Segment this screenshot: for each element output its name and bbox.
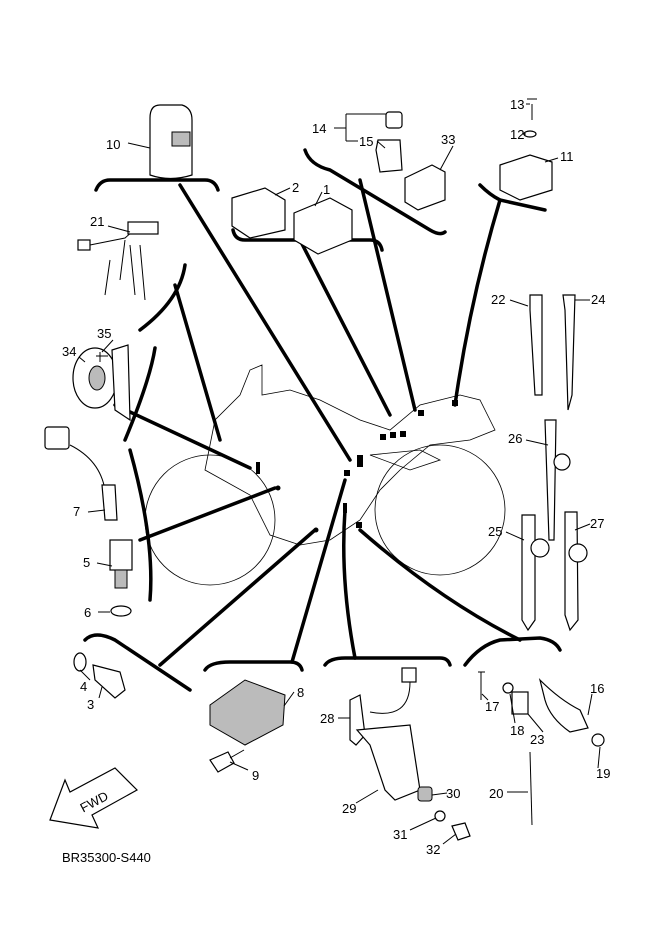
part-30-grommet	[417, 786, 433, 802]
label-10: 10	[106, 137, 120, 152]
label-12: 12	[510, 127, 524, 142]
label-22: 22	[491, 292, 505, 307]
label-9: 9	[252, 768, 259, 783]
label-5: 5	[83, 555, 90, 570]
label-16: 16	[590, 681, 604, 696]
label-34: 34	[62, 344, 76, 359]
part-21-harness	[89, 224, 156, 301]
part-1-ecu	[293, 197, 353, 255]
part-33-flasher	[404, 164, 446, 211]
part-20-tie	[529, 751, 533, 826]
label-21: 21	[90, 214, 104, 229]
label-13: 13	[510, 97, 524, 112]
label-20: 20	[489, 786, 503, 801]
parts	[44, 98, 605, 841]
part-15-bracket	[375, 139, 403, 173]
label-31: 31	[393, 827, 407, 842]
part-29-bracket	[355, 724, 421, 801]
part-18-washer	[502, 682, 514, 694]
label-1: 1	[323, 182, 330, 197]
label-26: 26	[508, 431, 522, 446]
label-30: 30	[446, 786, 460, 801]
label-27: 27	[590, 516, 604, 531]
part-27-tie	[564, 511, 579, 632]
part-3-sensor	[92, 664, 126, 699]
part-23-clamp	[511, 691, 529, 715]
label-29: 29	[342, 801, 356, 816]
part-labels: 10 14 15 33 13 12 11 2 1 21 22 24 35 34 …	[62, 97, 610, 865]
label-35: 35	[97, 326, 111, 341]
part-17-bolt	[478, 671, 485, 700]
part-22-tie	[529, 294, 543, 396]
part-13-screw	[527, 98, 537, 120]
label-8: 8	[297, 685, 304, 700]
part-16-sensor	[538, 678, 589, 733]
part-4-washer	[73, 652, 87, 672]
label-7: 7	[73, 504, 80, 519]
label-18: 18	[510, 723, 524, 738]
fwd-arrow-icon	[49, 767, 138, 829]
label-4: 4	[80, 679, 87, 694]
part-14-relay	[385, 111, 403, 129]
label-2: 2	[292, 180, 299, 195]
label-11: 11	[560, 149, 574, 164]
label-14: 14	[312, 121, 326, 136]
part-31-collar	[434, 810, 446, 822]
part-5-switch	[109, 539, 133, 571]
part-9-bolt	[209, 751, 235, 773]
part-32-bolt	[451, 822, 471, 841]
label-leaders	[78, 103, 601, 845]
label-25: 25	[488, 524, 502, 539]
label-33: 33	[441, 132, 455, 147]
part-10-ecu-cover	[149, 104, 193, 180]
leader-lines	[83, 148, 562, 692]
part-2-relay	[231, 187, 286, 239]
part-26-tie	[544, 419, 557, 541]
part-7-sensor	[101, 484, 118, 521]
part-24-tie	[562, 294, 576, 411]
label-19: 19	[596, 766, 610, 781]
part-7-sensor-connector	[44, 426, 70, 450]
part-25-tie	[521, 514, 536, 632]
label-6: 6	[84, 605, 91, 620]
label-24: 24	[591, 292, 605, 307]
label-15: 15	[359, 134, 373, 149]
part-6-gasket	[110, 605, 132, 617]
label-3: 3	[87, 697, 94, 712]
part-35-bolt	[96, 352, 108, 362]
label-32: 32	[426, 842, 440, 857]
diagram-code: BR35300-S440	[62, 850, 151, 865]
motorcycle-outline	[144, 364, 506, 586]
part-8-rectifier	[209, 679, 286, 746]
part-19-nut	[591, 733, 605, 747]
label-28: 28	[320, 711, 334, 726]
part-11-sensor	[499, 154, 553, 201]
label-17: 17	[485, 699, 499, 714]
label-23: 23	[530, 732, 544, 747]
